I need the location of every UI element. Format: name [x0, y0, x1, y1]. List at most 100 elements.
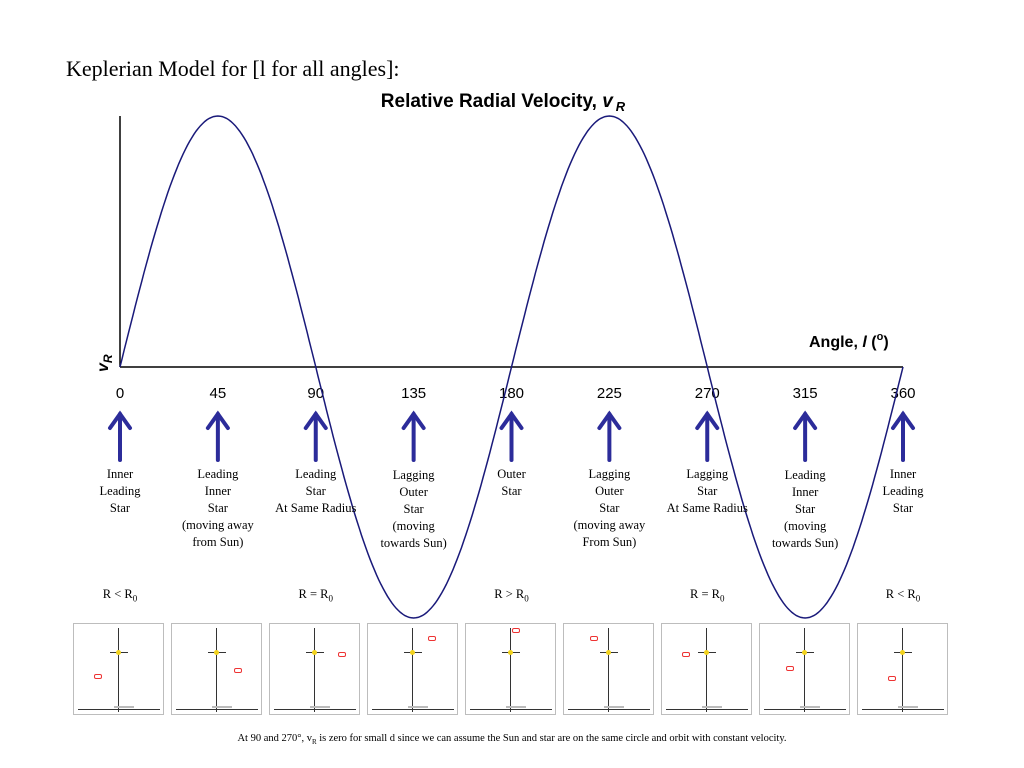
x-tick-315: 315 [793, 385, 818, 402]
angle-arrows [108, 410, 915, 462]
arrow-225 [597, 410, 622, 462]
annotation-line: Lagging [588, 467, 631, 481]
orbit-thumbnail-360 [857, 623, 948, 715]
thumb-star-marker [338, 652, 346, 657]
y-axis-label: vR [95, 354, 115, 372]
orbit-thumbnail-270 [661, 623, 752, 715]
thumb-tag [114, 706, 134, 708]
arrow-180 [499, 410, 524, 462]
thumb-vline [412, 628, 413, 712]
thumb-hline [568, 709, 650, 710]
thumb-tag [898, 706, 918, 708]
thumb-star-marker [590, 636, 598, 641]
thumb-hline [372, 709, 454, 710]
arrow-315 [793, 410, 818, 462]
thumb-tag [408, 706, 428, 708]
annotation-line: Outer [399, 485, 428, 499]
x-tick-135: 135 [401, 385, 426, 402]
page-heading: Keplerian Model for [l for all angles]: [66, 56, 400, 81]
annotation-line: towards Sun) [380, 536, 447, 550]
footer-note: At 90 and 270°, vR is zero for small d s… [237, 733, 787, 747]
annotation-line: Lagging [686, 467, 729, 481]
annotation-line: Outer [595, 484, 624, 498]
thumb-star-marker [428, 636, 436, 641]
annotation-line: Star [403, 502, 424, 516]
annotation-line: (moving [783, 519, 827, 533]
thumb-star-marker [94, 674, 102, 679]
annotation-line: Inner [791, 485, 819, 499]
annotation-line: Outer [497, 467, 526, 481]
thumb-sun [606, 650, 611, 655]
arrow-45 [205, 410, 230, 462]
annotation-line: From Sun) [582, 535, 637, 549]
thumb-hline [78, 709, 160, 710]
annotation-line: (moving away [181, 518, 254, 532]
annotation-line: Inner [889, 467, 917, 481]
thumb-sun [508, 650, 513, 655]
arrow-0 [108, 410, 132, 462]
thumb-star-marker [512, 628, 520, 633]
x-axis-label: Angle, l (o) [809, 331, 889, 351]
thumb-vline [804, 628, 805, 712]
orbit-thumbnail-135 [367, 623, 458, 715]
thumb-tag [702, 706, 722, 708]
condition-90: R = R0 [298, 587, 333, 604]
annotation-line: Leading [784, 468, 826, 482]
condition-360: R < R0 [885, 587, 921, 604]
thumb-vline [118, 628, 119, 712]
thumb-vline [216, 628, 217, 712]
thumb-vline [510, 628, 511, 712]
annotation-line: Star [697, 484, 718, 498]
thumb-hline [274, 709, 356, 710]
annotation-line: Star [892, 501, 914, 515]
thumb-sun [900, 650, 905, 655]
thumb-hline [764, 709, 846, 710]
annotation-line: Lagging [392, 468, 435, 482]
x-tick-90: 90 [307, 385, 324, 402]
annotation-line: Star [207, 501, 228, 515]
annotation-line: Star [501, 484, 522, 498]
thumb-sun [704, 650, 709, 655]
orbit-thumbnail-45 [171, 623, 262, 715]
thumb-vline [608, 628, 609, 712]
annotation-line: from Sun) [192, 535, 244, 549]
annotation-line: Leading [295, 467, 337, 481]
orbit-thumbnail-90 [269, 623, 360, 715]
orbit-thumbnail-315 [759, 623, 850, 715]
annotation-line: towards Sun) [771, 536, 839, 550]
chart-title-main: Relative Radial Velocity, [381, 91, 602, 112]
thumb-tag [212, 706, 232, 708]
arrow-270 [695, 410, 720, 462]
condition-0: R < R0 [102, 587, 138, 604]
thumb-sun [312, 650, 317, 655]
annotation-line: Leading [882, 484, 924, 498]
thumb-tag [310, 706, 330, 708]
arrow-90 [303, 410, 328, 462]
thumb-sun [214, 650, 219, 655]
annotation-line: Star [305, 484, 326, 498]
thumb-tag [604, 706, 624, 708]
x-tick-45: 45 [210, 385, 227, 402]
thumb-hline [666, 709, 748, 710]
orbit-thumbnail-180 [465, 623, 556, 715]
velocity-curve [119, 115, 904, 619]
x-tick-0: 0 [116, 385, 124, 402]
thumb-star-marker [888, 676, 896, 681]
annotation-line: Star [109, 501, 131, 515]
annotation-line: At Same Radius [275, 501, 357, 515]
annotation-line: (moving away [573, 518, 646, 532]
condition-180: R > R0 [494, 587, 529, 604]
arrow-360 [891, 410, 915, 462]
annotation-line: Inner [204, 484, 232, 498]
orbit-thumbnail-225 [563, 623, 654, 715]
